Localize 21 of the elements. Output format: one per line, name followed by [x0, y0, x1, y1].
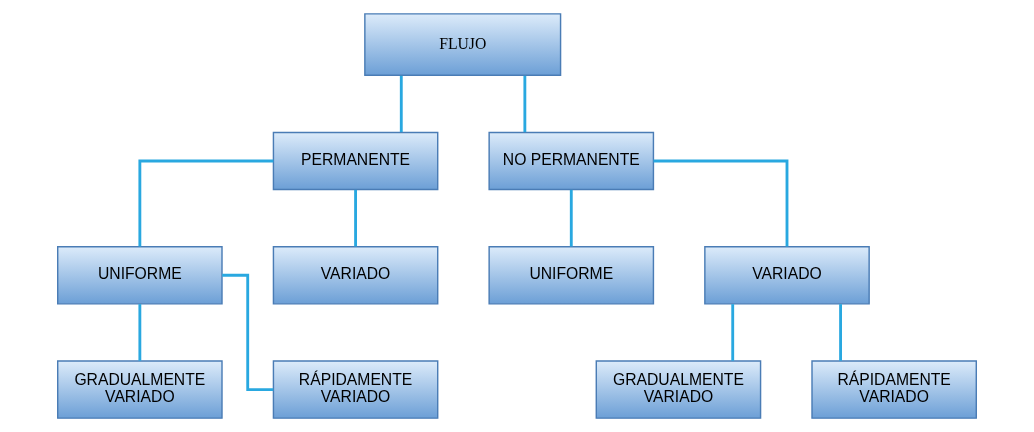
connector — [653, 159, 789, 247]
connector — [731, 304, 735, 361]
node-box: NO PERMANENTE — [488, 131, 655, 191]
node-box: RÁPIDAMENTE VARIADO — [811, 360, 977, 419]
node-box: VARIADO — [704, 246, 870, 305]
node-box: GRADUALMENTE VARIADO — [595, 360, 762, 419]
connector — [399, 75, 403, 133]
node-box: FLUJO — [364, 13, 562, 76]
connector — [523, 75, 527, 133]
connector — [138, 159, 274, 247]
node-box: VARIADO — [272, 246, 439, 305]
node-box: UNIFORME — [488, 246, 655, 305]
node-box: GRADUALMENTE VARIADO — [57, 360, 223, 419]
connector — [138, 304, 142, 361]
connector — [222, 273, 274, 391]
node-box: RÁPIDAMENTE VARIADO — [272, 360, 439, 419]
node-box: PERMANENTE — [272, 131, 439, 191]
connector — [354, 189, 357, 247]
connector — [569, 189, 573, 247]
node-box: UNIFORME — [57, 246, 223, 305]
connector — [839, 304, 842, 361]
